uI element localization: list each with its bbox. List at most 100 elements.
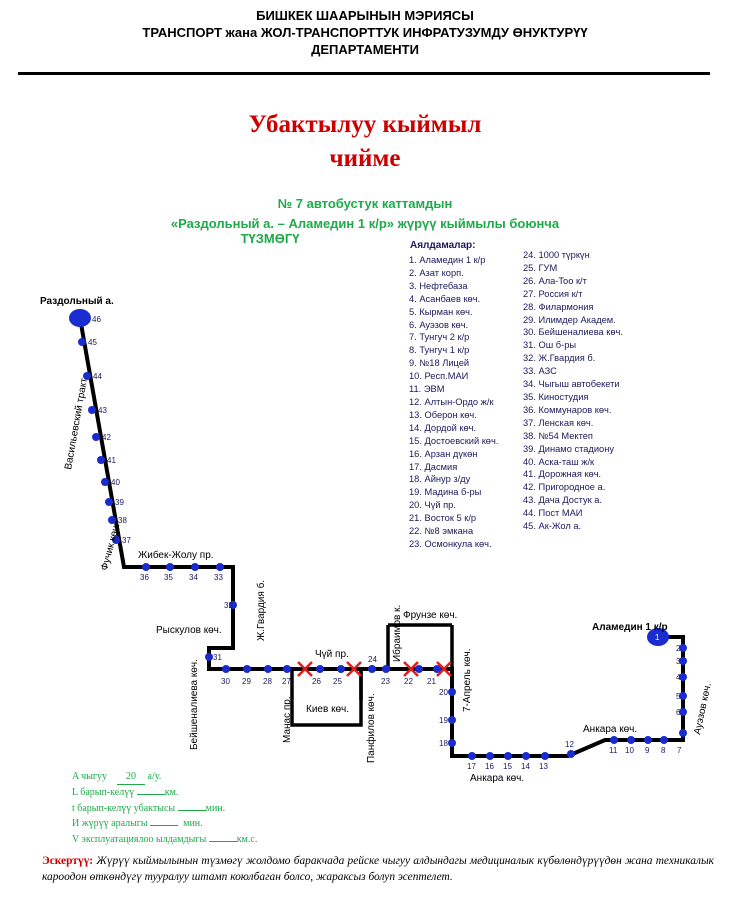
terminal-start-label: Раздольный а. bbox=[40, 296, 114, 307]
stop-18 bbox=[448, 739, 456, 747]
subtitle-line-3: ТҮЗМӨГҮ bbox=[240, 231, 300, 246]
stop-list-item: 9. №18 Лицей bbox=[409, 358, 470, 369]
stop-label-27: 27 bbox=[282, 677, 291, 686]
title-line-2: чийме bbox=[329, 145, 401, 172]
street-manas: Манас пр. bbox=[282, 696, 293, 743]
stop-12 bbox=[567, 750, 575, 758]
stop-list-item: 10. Респ.МАИ bbox=[409, 371, 469, 382]
street-vasilyev: Васильевский тракт bbox=[63, 377, 90, 471]
stop-label-25: 25 bbox=[333, 677, 342, 686]
street-frunze: Фрунзе көч. bbox=[403, 610, 457, 621]
stop-24 bbox=[368, 665, 376, 673]
stop-label-31: 31 bbox=[213, 653, 222, 662]
stop-label-11: 11 bbox=[609, 746, 618, 755]
stop-19 bbox=[448, 716, 456, 724]
street-ryskulov: Рыскулов көч. bbox=[156, 625, 222, 636]
stop-label-12: 12 bbox=[565, 740, 574, 749]
stop-4 bbox=[679, 673, 687, 681]
stops-title: Аялдамалар: bbox=[410, 240, 476, 251]
stop-label-20: 20 bbox=[439, 688, 448, 697]
stop-label-21: 21 bbox=[427, 677, 436, 686]
street-ankara-1: Анкара көч. bbox=[470, 773, 524, 784]
stop-37 bbox=[112, 536, 120, 544]
stop-list-item: 31. Ош б-ры bbox=[523, 340, 577, 351]
stop-list-item: 11. ЭВМ bbox=[409, 384, 445, 395]
stop-label-7: 7 bbox=[677, 746, 682, 755]
stop-list-item: 13. Оберон көч. bbox=[409, 409, 477, 420]
footnote-label: Эскертүү: bbox=[42, 855, 94, 867]
stop-list-item: 1. Аламедин 1 к/р bbox=[409, 255, 486, 265]
stop-list-item: 39. Динамо стадиону bbox=[523, 443, 614, 454]
stop-label-9: 9 bbox=[645, 746, 650, 755]
stop-list-item: 23. Осмонкула көч. bbox=[409, 538, 492, 549]
stop-17 bbox=[468, 752, 476, 760]
stop-list-item: 16. Арзан дүкөн bbox=[409, 448, 478, 459]
street-panfilov: Панфилов көч. bbox=[365, 693, 377, 763]
stop-label-28: 28 bbox=[263, 677, 272, 686]
stop-label-44: 44 bbox=[93, 372, 102, 381]
stop-5 bbox=[679, 692, 687, 700]
street-ankara-2: Анкара көч. bbox=[583, 724, 637, 735]
stop-list-item: 42. Пригородное а. bbox=[523, 482, 606, 493]
stop-list-item: 19. Мадина б-ры bbox=[409, 487, 482, 498]
stop-8 bbox=[660, 736, 668, 744]
stop-27 bbox=[283, 665, 291, 673]
stop-7 bbox=[679, 729, 687, 737]
stop-label-19: 19 bbox=[439, 716, 448, 725]
stop-list-item: 28. Филармония bbox=[523, 301, 594, 312]
stop-32 bbox=[229, 601, 237, 609]
stop-list-item: 38. №54 Мектеп bbox=[523, 430, 593, 441]
stop-40 bbox=[101, 478, 109, 486]
stop-list-item: 30. Бейшеналиева көч. bbox=[523, 327, 623, 338]
stop-label-37: 37 bbox=[122, 536, 131, 545]
stop-label-42: 42 bbox=[102, 433, 111, 442]
stop-label-5: 5 bbox=[676, 692, 681, 701]
stop-label-3: 3 bbox=[676, 657, 681, 666]
stop-list-item: 15. Достоевский көч. bbox=[409, 435, 499, 446]
param-speed: V эксплуатациялоо ылдамдыгы км.с. bbox=[72, 833, 258, 845]
stop-label-14: 14 bbox=[521, 762, 530, 771]
stop-label-34: 34 bbox=[189, 573, 198, 582]
stop-10 bbox=[627, 736, 635, 744]
stop-list-item: 2. Азат корп. bbox=[409, 267, 464, 278]
param-departures: A чыгуу 20 а/у. bbox=[72, 769, 257, 786]
stop-list-item: 27. Россия к/т bbox=[523, 288, 583, 299]
street-auezov: Ауэзов көч. bbox=[692, 682, 714, 736]
stop-23 bbox=[382, 665, 390, 673]
stop-list-item: 12. Алтын-Ордо ж/к bbox=[409, 396, 494, 407]
stop-list-item: 37. Ленская көч. bbox=[523, 417, 594, 428]
stop-label-36: 36 bbox=[140, 573, 149, 582]
stop-list-item: 24. 1000 түркүн bbox=[523, 250, 590, 260]
stop-list-item: 44. Пост МАИ bbox=[523, 508, 583, 519]
stop-21 bbox=[433, 665, 441, 673]
stop-label-8: 8 bbox=[661, 746, 666, 755]
stop-3 bbox=[679, 657, 687, 665]
stop-label-43: 43 bbox=[98, 406, 107, 415]
stop-34 bbox=[191, 563, 199, 571]
stop-label-6: 6 bbox=[676, 708, 681, 717]
stop-list-item: 36. Коммунаров көч. bbox=[523, 404, 612, 415]
subtitle-line-1: № 7 автобустук каттамдын bbox=[277, 196, 453, 211]
stop-list-item: 6. Ауэзов көч. bbox=[409, 319, 469, 330]
stop-35 bbox=[166, 563, 174, 571]
stop-label-18: 18 bbox=[439, 739, 448, 748]
stop-38 bbox=[108, 516, 116, 524]
stop-list-item: 25. ГУМ bbox=[523, 262, 558, 273]
stop-list-item: 4. Асанбаев көч. bbox=[409, 293, 481, 304]
stop-list-item: 45. Ак-Жол а. bbox=[523, 521, 582, 532]
stop-36 bbox=[142, 563, 150, 571]
terminal-end-marker bbox=[647, 628, 669, 646]
route-parameters: A чыгуу 20 а/у. L барып-келүү км. t бары… bbox=[72, 769, 257, 847]
param-interval: И жүрүү аралыгы мин. bbox=[72, 818, 203, 830]
stop-31 bbox=[205, 653, 213, 661]
stop-22 bbox=[415, 665, 423, 673]
stop-list-item: 35. Киностудия bbox=[523, 391, 589, 402]
detour-box bbox=[290, 667, 363, 727]
stop-29 bbox=[243, 665, 251, 673]
stop-label-38: 38 bbox=[118, 516, 127, 525]
stop-list-item: 22. №8 эмкана bbox=[409, 526, 474, 537]
stop-list-item: 18. Айнур з/ду bbox=[409, 474, 471, 485]
